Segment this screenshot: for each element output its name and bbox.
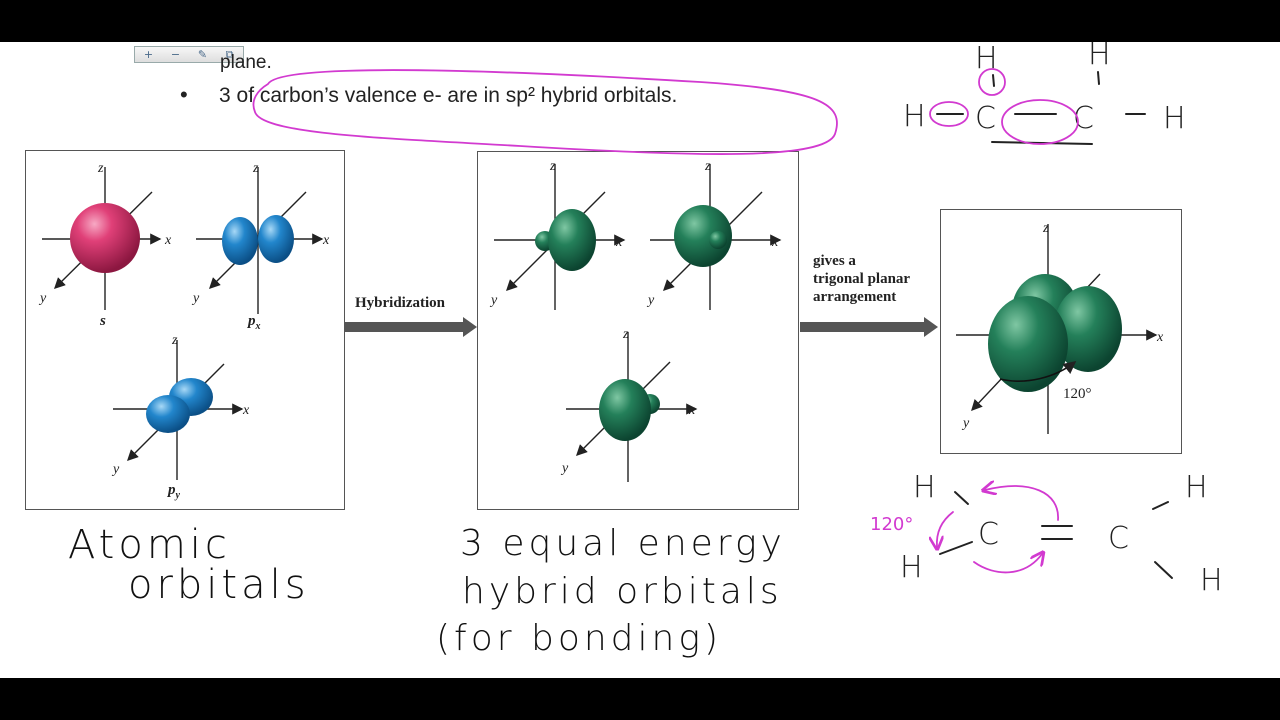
whiteboard: + − ✎ ⧉ plane. • 3 of carbon’s valence e… xyxy=(0,42,1280,678)
hybridization-arrow xyxy=(345,322,465,332)
px-lobe-right xyxy=(258,215,294,263)
sp2-orbital-2-diagram: z x y xyxy=(646,159,782,310)
handwritten-ethene-top: H H H C C H xyxy=(903,42,1186,145)
svg-text:z: z xyxy=(704,159,711,174)
angle-120-label: 120° xyxy=(1063,386,1092,402)
s-orbital xyxy=(70,203,140,273)
py-orbital-diagram: z x y py xyxy=(111,333,250,501)
bullet-dot: • xyxy=(180,82,188,107)
svg-text:z: z xyxy=(171,333,178,348)
hybrid-orbitals-panel xyxy=(477,151,799,510)
svg-text:C: C xyxy=(975,101,996,136)
px-orbital-diagram: z x y px xyxy=(191,161,330,332)
svg-text:x: x xyxy=(322,233,330,248)
handwritten-hybrid-orbitals: hybrid orbitals xyxy=(462,571,783,612)
hybrid-lobe-front xyxy=(988,296,1068,392)
px-lobe-left xyxy=(222,217,258,265)
sp2-orbital-3-diagram: z x y xyxy=(560,327,698,482)
annotation-ellipse xyxy=(252,69,838,155)
handwritten-angle: 120° xyxy=(870,514,913,535)
sp2-orbital-3 xyxy=(599,379,651,441)
svg-text:x: x xyxy=(688,403,696,418)
svg-text:y: y xyxy=(646,293,655,308)
svg-text:H: H xyxy=(975,42,998,76)
handwritten-atomic: Atomic xyxy=(68,522,231,568)
slide-line-plane: plane. xyxy=(220,52,272,73)
s-orbital-diagram: z x y s xyxy=(38,161,172,329)
svg-text:H: H xyxy=(1088,42,1111,72)
svg-text:z: z xyxy=(549,159,556,174)
s-label: s xyxy=(99,313,106,329)
trigonal-planar-diagram: z x y 120° xyxy=(956,221,1164,434)
hybridization-label: Hybridization xyxy=(355,295,446,311)
copy-icon[interactable]: ⧉ xyxy=(225,47,234,61)
svg-text:y: y xyxy=(191,291,200,306)
zoom-out-icon[interactable]: − xyxy=(170,47,181,61)
sp2-orbital-2 xyxy=(674,205,732,267)
px-label: px xyxy=(246,313,261,332)
py-label: py xyxy=(166,482,181,501)
svg-text:H: H xyxy=(1185,470,1208,505)
svg-text:z: z xyxy=(622,327,629,342)
svg-text:H: H xyxy=(913,470,936,505)
svg-text:H: H xyxy=(1200,563,1223,598)
svg-text:z: z xyxy=(252,161,259,176)
svg-text:z: z xyxy=(97,161,104,176)
svg-text:x: x xyxy=(771,235,779,250)
svg-text:y: y xyxy=(38,291,47,306)
trigonal-arrow xyxy=(800,322,926,332)
svg-text:x: x xyxy=(164,233,172,248)
sp2-orbital-1 xyxy=(548,209,596,271)
sp2-orbital-1-diagram: z x y xyxy=(489,159,626,310)
zoom-in-icon[interactable]: + xyxy=(143,47,154,61)
py-lobe-front xyxy=(146,395,190,433)
handwritten-ethene-bottom: H H C C H H 120° xyxy=(870,470,1223,598)
handwritten-orbitals: orbitals xyxy=(128,562,310,608)
svg-text:z: z xyxy=(1042,221,1049,236)
svg-text:y: y xyxy=(111,462,120,477)
svg-text:H: H xyxy=(900,550,923,585)
svg-text:H: H xyxy=(1163,101,1186,136)
svg-text:C: C xyxy=(1108,521,1129,556)
gives-trigonal-label: gives a trigonal planar arrangement xyxy=(813,253,911,305)
svg-text:x: x xyxy=(242,403,250,418)
svg-text:y: y xyxy=(560,461,569,476)
svg-text:x: x xyxy=(1156,330,1164,345)
edit-icon[interactable]: ✎ xyxy=(197,47,208,61)
drawing-layer: z x y s z x y px z x y py xyxy=(38,42,1223,598)
svg-text:C: C xyxy=(978,517,999,552)
handwritten-for-bonding: (for bonding) xyxy=(436,618,722,659)
atomic-orbitals-panel xyxy=(25,150,345,510)
svg-text:x: x xyxy=(615,235,623,250)
svg-text:y: y xyxy=(489,293,498,308)
handwritten-equal-energy: 3 equal energy xyxy=(460,523,786,564)
svg-text:C: C xyxy=(1073,101,1094,136)
bullet-valence-electrons: 3 of carbon’s valence e- are in sp² hybr… xyxy=(219,84,678,107)
hybrid-lobe-right xyxy=(1054,286,1122,372)
svg-text:y: y xyxy=(961,416,970,431)
zoom-toolbar: + − ✎ ⧉ xyxy=(134,46,244,63)
svg-text:H: H xyxy=(903,99,926,134)
